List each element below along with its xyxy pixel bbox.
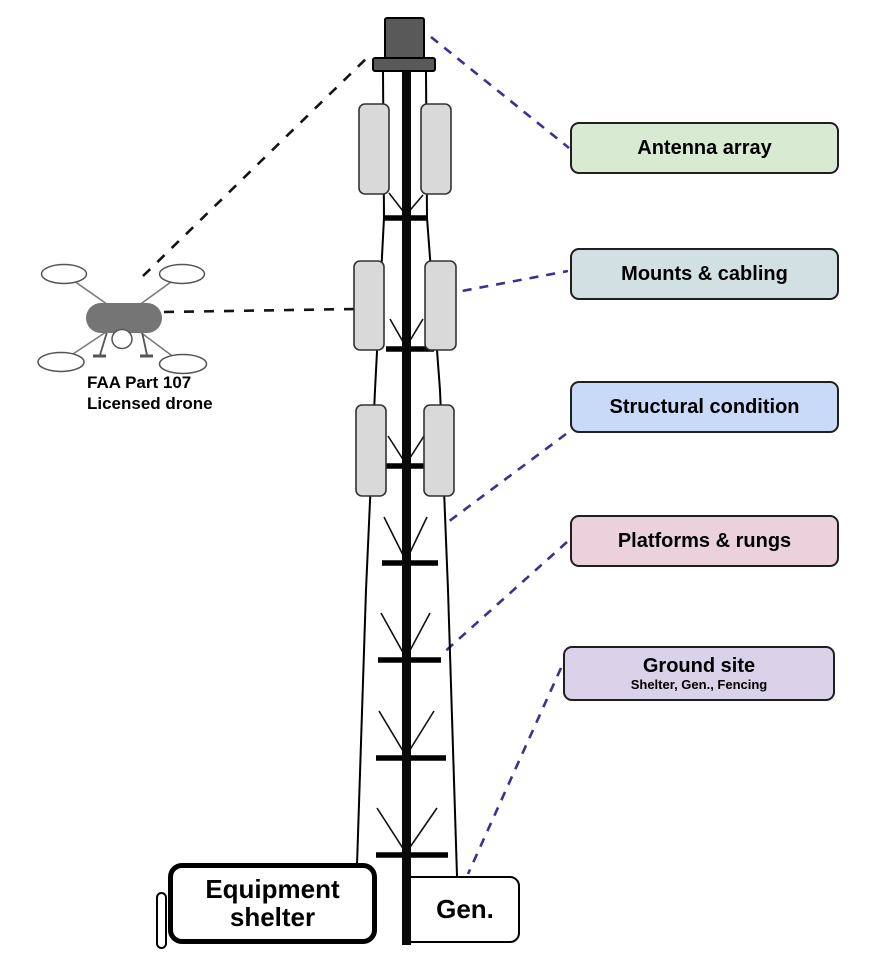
connector-structural-condition (447, 432, 567, 524)
connector-ground-site (466, 667, 563, 875)
drone-camera (111, 328, 133, 350)
rotor (37, 351, 85, 373)
generator-label: Gen. (436, 894, 494, 924)
callout-structural-condition: Structural condition (570, 381, 839, 433)
drone-landing-gear (93, 331, 153, 358)
callout-antenna-array: Antenna array (570, 122, 839, 174)
callout-label: Structural condition (609, 395, 800, 418)
callout-label: Mounts & cabling (621, 262, 788, 285)
callout-platforms-rungs: Platforms & rungs (570, 515, 839, 567)
tower-cap (384, 17, 425, 62)
connector-platforms-rungs (440, 541, 568, 656)
drone-rotors (37, 263, 208, 375)
tower-cap-plate (372, 57, 436, 72)
antenna-panel (423, 404, 455, 497)
rotor (158, 353, 208, 375)
connector-mounts-cabling (445, 269, 569, 296)
sightline-to-antennas (163, 307, 356, 314)
equipment-shelter-box: Equipment shelter (168, 863, 377, 944)
drone-caption: FAA Part 107 Licensed drone (87, 373, 213, 413)
drone-body (86, 303, 162, 333)
tower-mast (402, 71, 411, 945)
callout-label: Antenna array (637, 136, 772, 159)
rotor (158, 263, 206, 285)
tower-top (372, 17, 436, 72)
rotor (40, 263, 88, 285)
callout-sublabel: Shelter, Gen., Fencing (630, 676, 768, 692)
ground-pole (156, 892, 167, 949)
sightline-to-tower-top (142, 52, 373, 277)
callout-connectors (430, 35, 570, 875)
antenna-panel (355, 404, 387, 497)
callout-label: Platforms & rungs (617, 529, 792, 552)
antenna-panels (353, 103, 457, 497)
equipment-shelter-label: Equipment shelter (205, 873, 340, 932)
callout-ground-site: Ground site Shelter, Gen., Fencing (563, 646, 835, 701)
connector-antenna-array (430, 35, 570, 150)
generator-box: Gen. (402, 876, 520, 943)
drone-icon (37, 263, 208, 375)
antenna-panel (424, 260, 457, 351)
callout-mounts-cabling: Mounts & cabling (570, 248, 839, 300)
antenna-panel (353, 260, 385, 351)
antenna-panel (420, 103, 452, 195)
callout-label: Ground site (642, 654, 756, 677)
antenna-panel (358, 103, 390, 195)
drone-sightlines (142, 52, 373, 314)
